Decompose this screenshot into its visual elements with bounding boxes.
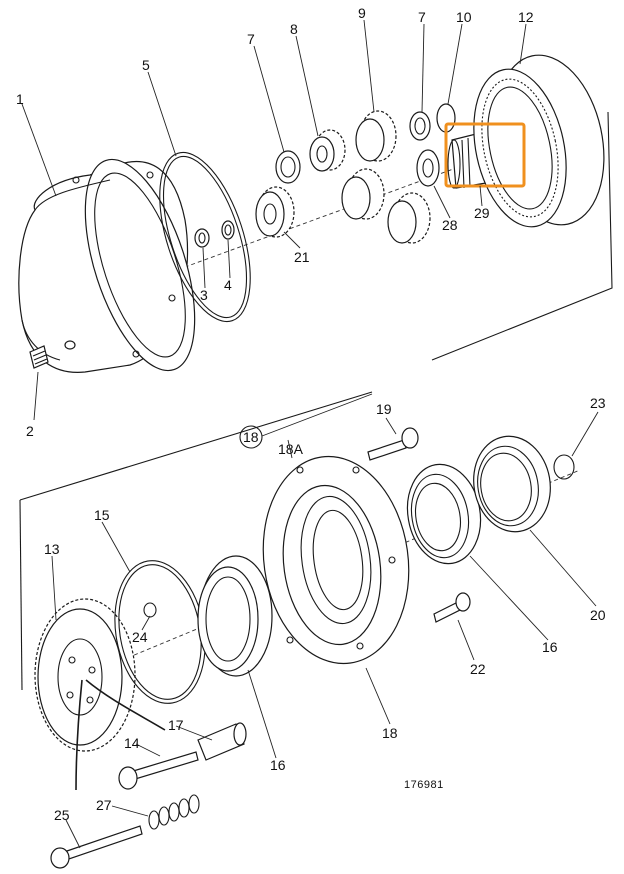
label-9: 9 [358, 5, 366, 21]
label-22: 22 [470, 661, 486, 677]
bearing-right-part [406, 463, 482, 565]
seal-bolt-part [433, 592, 471, 623]
gear-bolt-part [118, 751, 199, 790]
carrier-bearing-part [416, 149, 440, 187]
highlight-box [444, 122, 526, 188]
oil-seal-part [473, 435, 551, 533]
seal-o-ring-part [553, 454, 575, 480]
hub-bolt-part [367, 427, 419, 461]
label-14: 14 [124, 735, 140, 751]
label-18-circle-ring [239, 425, 263, 449]
label-7-right: 7 [418, 9, 426, 25]
label-16-left: 16 [270, 757, 286, 773]
label-23: 23 [590, 395, 606, 411]
label-15: 15 [94, 507, 110, 523]
label-13: 13 [44, 541, 60, 557]
gasket-part [159, 151, 251, 323]
label-27: 27 [96, 797, 112, 813]
label-2: 2 [26, 423, 34, 439]
planet-gear-part [309, 129, 346, 172]
label-7-left: 7 [247, 31, 255, 47]
planet-gears-cluster-part [341, 110, 431, 244]
figure-reference-number: 176981 [404, 779, 444, 791]
label-18-circle: 18 [243, 429, 259, 445]
spring-bolt-part [50, 825, 143, 869]
label-20: 20 [590, 607, 606, 623]
lower-frame-top [19, 391, 373, 501]
locking-wire-right [85, 679, 166, 731]
label-21: 21 [294, 249, 310, 265]
label-17: 17 [168, 717, 184, 733]
label-8: 8 [290, 21, 298, 37]
label-12: 12 [518, 9, 534, 25]
pivot-pin-part [197, 722, 247, 761]
drain-plug-part [29, 345, 49, 369]
bearing-left-part [197, 555, 273, 677]
label-28: 28 [442, 217, 458, 233]
label-29: 29 [474, 205, 490, 221]
label-25: 25 [54, 807, 70, 823]
upper-frame-line [431, 111, 613, 361]
label-10: 10 [456, 9, 472, 25]
hub-part [262, 455, 410, 665]
compression-spring-part [148, 794, 200, 830]
circlip-part [221, 220, 235, 240]
label-5: 5 [142, 57, 150, 73]
label-16-right: 16 [542, 639, 558, 655]
circlip-left-part [275, 150, 301, 184]
label-4: 4 [224, 277, 232, 293]
label-24: 24 [132, 629, 148, 645]
drive-gear-part [34, 598, 136, 752]
lower-frame-line [19, 499, 23, 691]
label-19: 19 [376, 401, 392, 417]
small-o-ring-part [143, 602, 157, 618]
sun-gear-part [255, 186, 295, 238]
part-labels: 1 2 3 4 5 7 8 9 7 10 12 21 28 29 13 15 2… [16, 5, 606, 823]
label-1: 1 [16, 91, 24, 107]
label-18a: 18A [278, 441, 304, 457]
housing-cover-part [18, 158, 196, 373]
circlip-right-part [409, 111, 431, 141]
label-18: 18 [382, 725, 398, 741]
leader-lines [21, 19, 599, 849]
label-3: 3 [200, 287, 208, 303]
thrust-washer-part [194, 228, 210, 248]
locking-wire [75, 679, 83, 791]
